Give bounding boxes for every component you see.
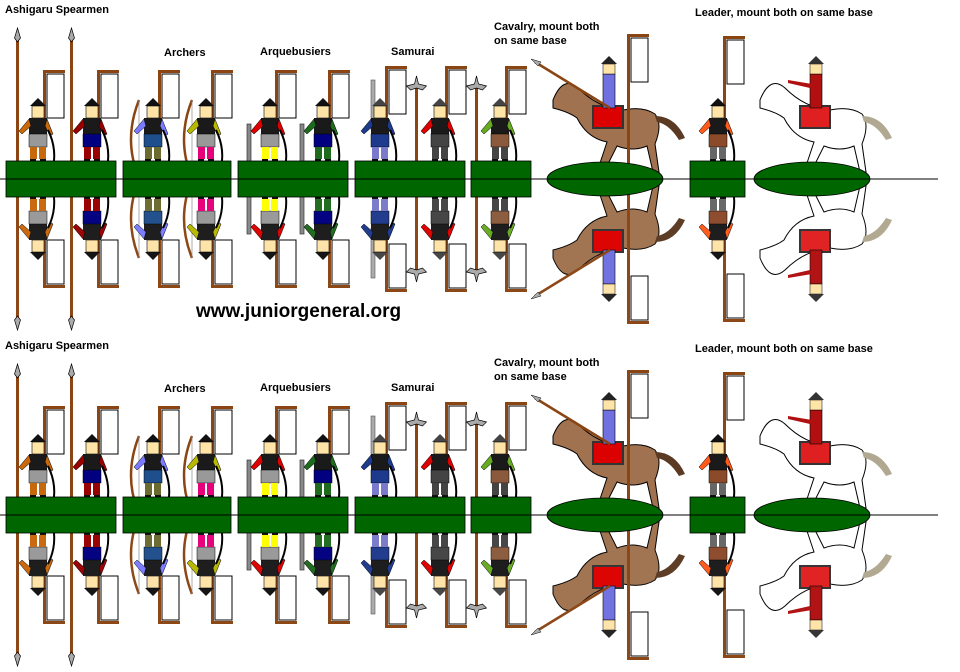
cavalry-horse-figure — [552, 183, 685, 302]
soldier-figure — [480, 521, 518, 596]
spear-icon — [68, 362, 75, 515]
lance-icon — [534, 60, 611, 110]
lance-icon — [534, 396, 611, 446]
banner-flag — [723, 372, 745, 515]
spear-icon — [14, 362, 21, 515]
polearm-icon — [465, 179, 488, 283]
soldier-figure — [18, 185, 56, 260]
polearm-icon — [465, 75, 488, 179]
figures-front — [14, 362, 892, 515]
polearm-icon — [405, 411, 428, 515]
soldier-figure — [303, 434, 341, 509]
spear-icon — [14, 179, 21, 332]
label-ashigaru-spearmen: Ashigaru Spearmen — [5, 4, 109, 16]
banner-flag — [723, 515, 745, 658]
figures-front — [14, 26, 892, 179]
cavalry-horse-figure — [552, 392, 685, 511]
soldier-figure — [72, 98, 110, 173]
spear-icon — [68, 179, 75, 332]
label-samurai: Samurai — [391, 46, 435, 58]
banner-flag — [627, 34, 649, 179]
label-archers: Archers — [164, 383, 206, 395]
polearm-icon — [465, 515, 488, 619]
polearm-icon — [465, 411, 488, 515]
cavalry-horse-figure — [552, 56, 685, 175]
label-cavalry-line1: Cavalry, mount both — [494, 357, 600, 369]
banner-flag — [723, 36, 745, 179]
polearm-icon — [405, 515, 428, 619]
miniatures-art-top — [0, 26, 938, 332]
leader-horse-figure — [759, 183, 892, 302]
banner-flag — [723, 179, 745, 322]
banner-flag — [627, 515, 649, 660]
lance-icon — [534, 584, 611, 634]
leader-horse-figure — [759, 392, 892, 511]
spear-icon — [68, 515, 75, 668]
label-samurai: Samurai — [391, 382, 435, 394]
label-arquebusiers: Arquebusiers — [260, 382, 331, 394]
label-cavalry-line1: Cavalry, mount both — [494, 21, 600, 33]
soldier-figure — [698, 98, 736, 173]
label-leader: Leader, mount both on same base — [695, 7, 873, 19]
miniatures-art-bottom — [0, 362, 938, 668]
figure-sheet-top: Ashigaru Spearmen Archers Arquebusiers S… — [0, 4, 938, 332]
spear-icon — [14, 515, 21, 668]
soldier-figure — [133, 521, 171, 596]
lance-icon — [534, 248, 611, 298]
polearm-icon — [405, 75, 428, 179]
soldier-figure — [420, 98, 458, 173]
spear-icon — [68, 26, 75, 179]
label-cavalry-line2: on same base — [494, 371, 567, 383]
label-cavalry-line2: on same base — [494, 35, 567, 47]
pointing-arm — [788, 270, 812, 278]
label-archers: Archers — [164, 47, 206, 59]
figures-back-mirrored — [14, 179, 892, 332]
label-ashigaru-spearmen: Ashigaru Spearmen — [5, 340, 109, 352]
soldier-figure — [303, 521, 341, 596]
pointing-arm — [788, 80, 812, 88]
label-leader: Leader, mount both on same base — [695, 343, 873, 355]
cavalry-horse-figure — [552, 519, 685, 638]
soldier-figure — [186, 434, 224, 509]
website-url[interactable]: www.juniorgeneral.org — [196, 301, 402, 322]
spear-icon — [14, 26, 21, 179]
polearm-icon — [405, 179, 428, 283]
label-arquebusiers: Arquebusiers — [260, 46, 331, 58]
figures-back-mirrored — [14, 515, 892, 668]
figure-sheet-bottom: Ashigaru Spearmen Archers Arquebusiers S… — [0, 336, 960, 672]
banner-flag — [627, 370, 649, 515]
pointing-arm — [788, 606, 812, 614]
leader-horse-figure — [759, 56, 892, 175]
pointing-arm — [788, 416, 812, 424]
banner-flag — [627, 179, 649, 324]
soldier-figure — [250, 185, 288, 260]
leader-horse-figure — [759, 519, 892, 638]
